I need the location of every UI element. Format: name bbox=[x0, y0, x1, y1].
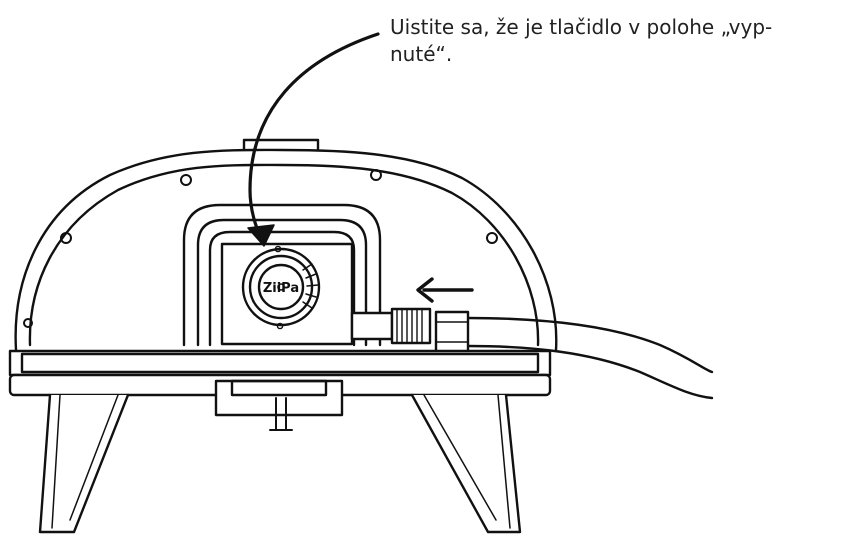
base-screw bbox=[269, 397, 293, 431]
knob-scale-marks bbox=[302, 263, 319, 309]
instruction-text: Uistite sa, že je tlačidlo v polohe „vyp… bbox=[390, 14, 850, 68]
knob-pointer-arrow bbox=[247, 32, 380, 247]
control-knob[interactable]: ZiiPa bbox=[241, 245, 321, 330]
instruction-line-1: Uistite sa, že je tlačidlo v polohe „vyp… bbox=[390, 15, 773, 39]
instruction-line-2: nuté“. bbox=[390, 42, 453, 66]
gas-inlet-fitting bbox=[350, 307, 432, 345]
connect-arrow bbox=[416, 277, 474, 303]
dome-rivets bbox=[23, 169, 498, 328]
base-bracket bbox=[214, 379, 344, 417]
knob-off-indicator bbox=[274, 245, 282, 253]
oven-base bbox=[8, 349, 552, 431]
hose-nut bbox=[434, 310, 470, 354]
oven-legs bbox=[38, 393, 522, 534]
gas-hose bbox=[434, 310, 714, 400]
knob-brand-label: ZiiPa bbox=[263, 281, 299, 296]
